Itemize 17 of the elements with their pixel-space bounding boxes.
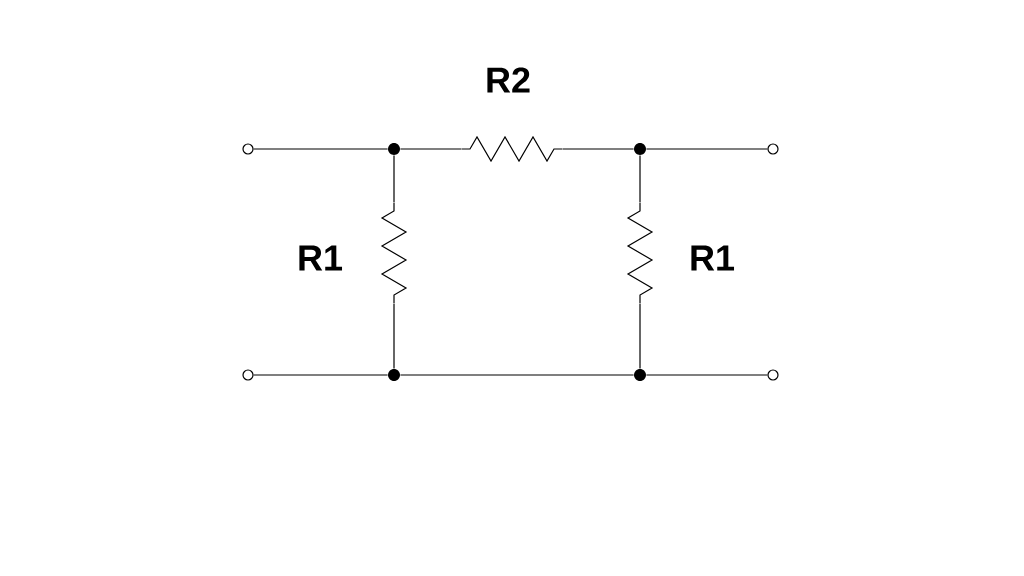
wire [399, 374, 635, 376]
wire [645, 374, 768, 376]
wire [645, 148, 768, 150]
resistor-symbol [380, 202, 408, 304]
resistor-label: R2 [487, 67, 530, 93]
resistor-label: R1 [691, 245, 735, 271]
wire [561, 148, 635, 150]
wire [393, 302, 395, 370]
wire [639, 154, 641, 204]
wire [253, 374, 389, 376]
wire [399, 148, 463, 150]
resistor-symbol [461, 135, 563, 163]
wire [393, 154, 395, 204]
wire [253, 148, 389, 150]
resistor-label: R1 [299, 245, 342, 271]
wire [639, 302, 641, 370]
resistor-symbol [626, 202, 654, 304]
